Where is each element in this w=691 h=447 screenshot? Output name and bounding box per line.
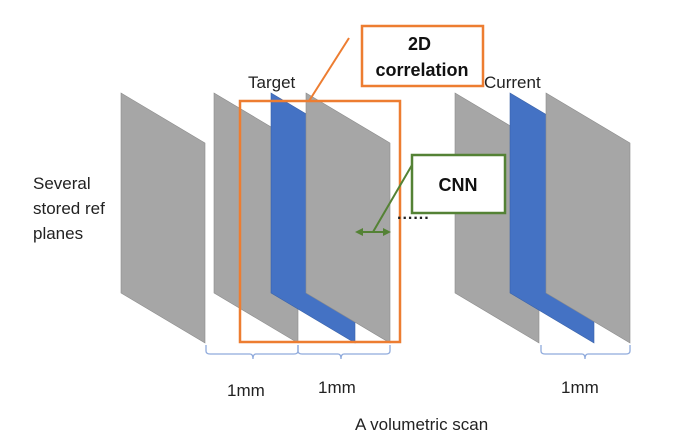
correlation-box-label: 2D correlation — [375, 34, 468, 80]
scan-plane-after-current — [545, 92, 631, 344]
stored-ref-plane-1 — [120, 92, 206, 344]
correlation-box-label-line-1: 2D — [408, 34, 431, 54]
spacing-label-3: 1mm — [561, 378, 599, 397]
target-label: Target — [248, 73, 296, 92]
spacing-brace-1 — [205, 345, 299, 360]
correlation-box — [360, 24, 485, 88]
spacing-label-2: 1mm — [318, 378, 356, 397]
spacing-brace-3 — [540, 345, 631, 360]
cnn-connector-line — [372, 164, 413, 233]
ref-planes-caption: Several stored ref planes — [33, 174, 110, 243]
correlation-callout-line — [308, 37, 350, 102]
correlation-window-frame — [238, 99, 402, 344]
ref-planes-caption-line-1: Several — [33, 174, 91, 193]
diagram-caption: A volumetric scan — [355, 415, 488, 434]
current-label: Current — [484, 73, 541, 92]
spacing-label-1: 1mm — [227, 381, 265, 400]
ellipsis-more-planes: ...... — [397, 206, 430, 223]
cnn-box-label: CNN — [439, 175, 478, 195]
spacing-brace-2 — [297, 345, 391, 360]
plane-spacing-arrowhead-right — [383, 228, 391, 236]
plane-spacing-arrowhead-left — [355, 228, 363, 236]
correlation-box-label-line-2: correlation — [375, 60, 468, 80]
ref-planes-caption-line-3: planes — [33, 224, 83, 243]
cnn-box — [410, 153, 507, 215]
ref-planes-caption-line-2: stored ref — [33, 199, 105, 218]
